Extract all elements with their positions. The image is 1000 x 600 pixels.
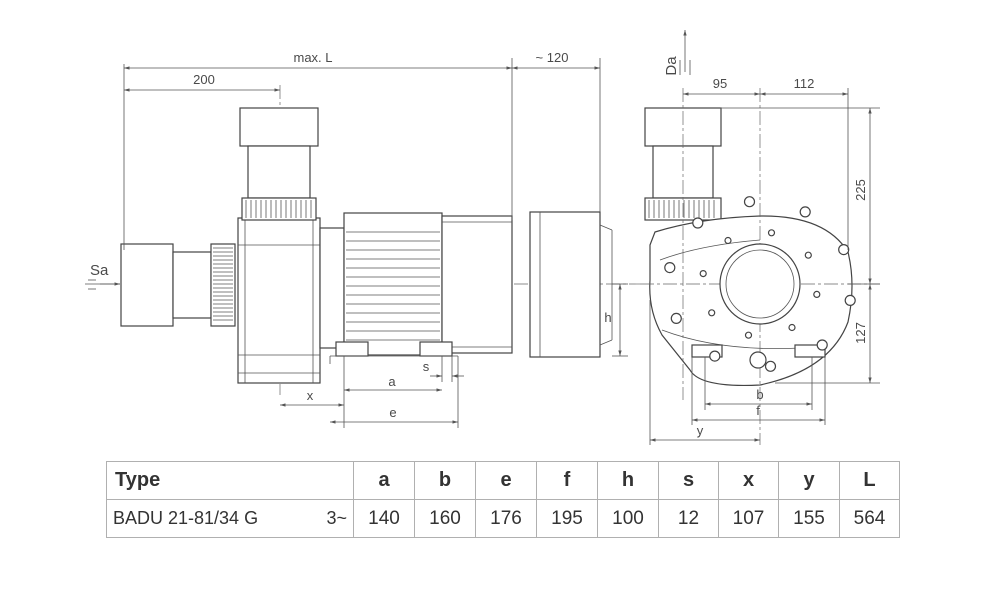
cell-s: 12: [658, 499, 719, 538]
bolt-hole: [692, 217, 704, 229]
dim-95: 95: [713, 76, 727, 91]
table-row: BADU 21-81/34 G 3~ 140 160 176 195 100 1…: [106, 499, 900, 538]
bolt-hole: [816, 339, 828, 351]
table-header-row: Type a b e f h s x y L: [106, 461, 900, 500]
dim-120: ~ 120: [536, 50, 569, 65]
front-nut-ribs: [648, 200, 715, 218]
bolt-hole: [767, 229, 776, 237]
side-view: max. L ~ 120 200 Sa h s a x e: [85, 50, 640, 428]
bolt-hole: [744, 331, 753, 339]
header-l: L: [839, 461, 900, 500]
flange-bolts: [664, 196, 856, 372]
header-x: x: [718, 461, 779, 500]
cell-a: 140: [353, 499, 415, 538]
dim-e: e: [389, 405, 396, 420]
dimension-table: Type a b e f h s x y L BADU 21-81/34 G 3…: [106, 461, 900, 538]
bolt-hole: [664, 262, 676, 274]
cell-y: 155: [778, 499, 840, 538]
dim-112: 112: [794, 76, 815, 91]
bolt-hole: [844, 294, 856, 306]
cell-h: 100: [597, 499, 659, 538]
header-e: e: [475, 461, 537, 500]
bolt-hole: [699, 270, 707, 278]
phase-label: 3~: [326, 508, 347, 528]
dim-h: h: [604, 310, 611, 325]
bolt-hole: [799, 206, 811, 218]
label-da: Da: [663, 56, 680, 76]
bolt-hole: [838, 244, 850, 256]
suction-nut-ribs: [213, 247, 233, 321]
dim-x: x: [307, 388, 314, 403]
bolt-hole: [709, 350, 721, 362]
dim-a: a: [388, 374, 396, 389]
dim-max-l: max. L: [293, 50, 332, 65]
dim-s: s: [423, 359, 430, 374]
dim-b: b: [756, 387, 763, 402]
header-b: b: [414, 461, 476, 500]
bolt-hole: [708, 309, 716, 317]
cell-b: 160: [414, 499, 476, 538]
header-h: h: [597, 461, 659, 500]
bolt-hole: [724, 236, 732, 245]
header-f: f: [536, 461, 598, 500]
dim-f: f: [756, 403, 760, 418]
bolt-hole: [743, 196, 756, 208]
discharge-nut-ribs: [245, 200, 312, 218]
label-sa: Sa: [90, 262, 109, 279]
model-name: BADU 21-81/34 G: [113, 508, 259, 528]
cell-type: BADU 21-81/34 G 3~: [106, 499, 354, 538]
bolt-hole: [788, 323, 796, 332]
cell-e: 176: [475, 499, 537, 538]
header-type: Type: [106, 461, 354, 500]
dim-225: 225: [853, 179, 868, 201]
dim-200: 200: [193, 72, 215, 87]
front-view: Da 95 112 225 127 b f y: [640, 30, 880, 445]
bolt-hole: [813, 290, 821, 298]
motor-cooling-fins: [346, 231, 440, 341]
bolt-hole: [670, 312, 682, 324]
bolt-hole: [804, 251, 812, 259]
cell-l: 564: [839, 499, 900, 538]
cell-x: 107: [718, 499, 779, 538]
header-y: y: [778, 461, 840, 500]
header-s: s: [658, 461, 719, 500]
cell-f: 195: [536, 499, 598, 538]
dim-127: 127: [853, 322, 868, 344]
dim-y: y: [697, 423, 704, 438]
bolt-hole: [764, 360, 777, 372]
header-a: a: [353, 461, 415, 500]
technical-drawing: max. L ~ 120 200 Sa h s a x e: [85, 30, 880, 445]
